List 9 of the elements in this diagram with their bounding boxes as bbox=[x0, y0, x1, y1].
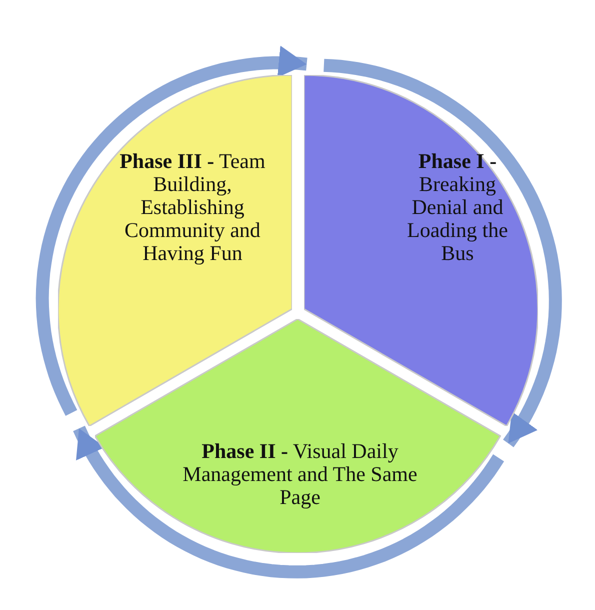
cycle-segment bbox=[95, 319, 501, 553]
phase-text: Phase II - Visual Daily Management and The Same Page bbox=[182, 440, 418, 509]
cycle-segment bbox=[304, 74, 538, 426]
cycle-segment bbox=[58, 74, 292, 426]
phase-text: Phase III - Team Building, Establishing Community and Having Fun bbox=[118, 150, 266, 265]
curved-arrow bbox=[324, 58, 562, 448]
curved-arrow bbox=[73, 426, 504, 578]
curved-arrow bbox=[36, 46, 308, 416]
phase-text: Phase I - Breaking Denial and Loading the Bus bbox=[406, 150, 509, 265]
